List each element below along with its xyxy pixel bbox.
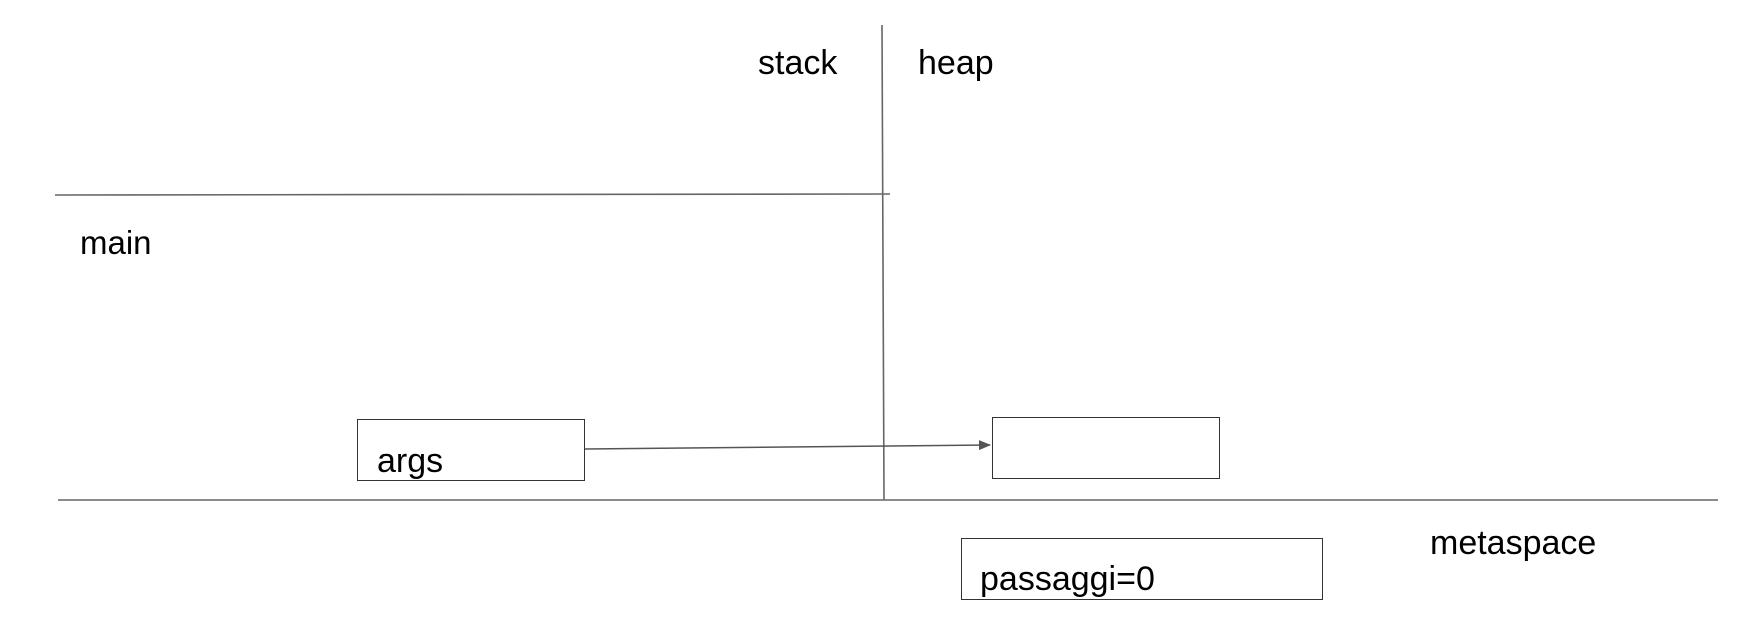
static-field-label: passaggi=0 (980, 560, 1155, 598)
reference-arrow (584, 440, 991, 451)
args-variable-label: args (377, 442, 444, 480)
stack-heap-divider (881, 24, 885, 501)
heap-label: heap (918, 44, 994, 82)
heap-object-box (992, 417, 1220, 479)
frame-top-divider (54, 193, 891, 196)
metaspace-label: metaspace (1430, 524, 1597, 562)
static-field-box: passaggi=0 (961, 538, 1323, 600)
main-frame-label: main (80, 224, 152, 261)
stack-label: stack (758, 44, 838, 82)
args-variable-box: args (357, 419, 585, 481)
